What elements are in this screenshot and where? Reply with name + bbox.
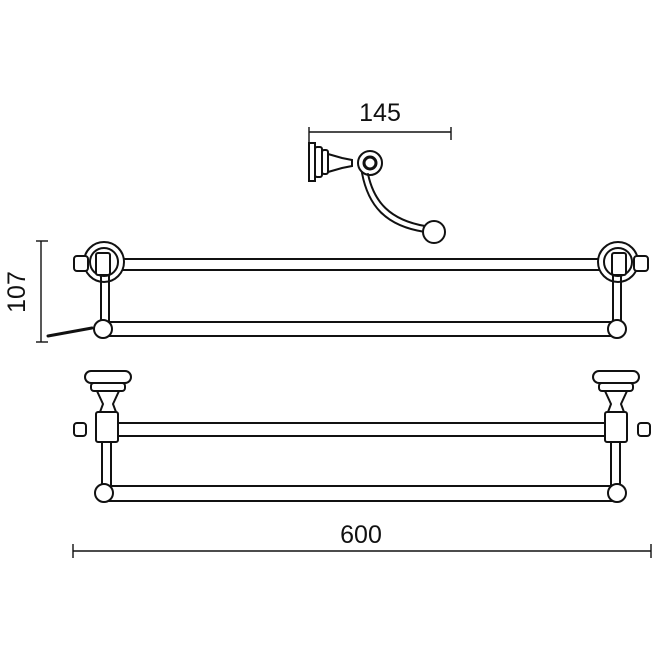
front-right-plate-base <box>598 382 634 392</box>
side-right-end-cap <box>633 255 649 272</box>
hook-end-knob <box>422 220 446 244</box>
front-left-bracket <box>73 370 132 503</box>
front-left-ball <box>94 483 114 503</box>
front-right-plate <box>592 370 640 384</box>
front-right-stem <box>603 390 629 413</box>
hook-joint-inner <box>362 155 378 171</box>
hook-arm-inner <box>367 173 426 227</box>
rack-side-view: 107 <box>3 240 649 343</box>
side-left-end-cap <box>73 255 89 272</box>
front-left-end-cap <box>73 422 87 437</box>
side-right-bracket <box>597 241 649 339</box>
front-right-end-cap <box>637 422 651 437</box>
side-left-bracket <box>73 241 125 339</box>
depth-label: 107 <box>3 271 31 313</box>
front-left-plate <box>84 370 132 384</box>
hook-width-label: 145 <box>359 99 401 127</box>
rack-front-view: 600 <box>72 370 652 558</box>
front-left-plate-base <box>90 382 126 392</box>
front-left-stem <box>95 390 121 413</box>
front-right-ball <box>607 483 627 503</box>
hook-joint-outer <box>357 150 383 176</box>
side-left-ball <box>93 319 113 339</box>
side-right-ball <box>607 319 627 339</box>
front-left-collar <box>95 411 119 443</box>
front-right-bracket <box>592 370 651 503</box>
length-label: 600 <box>340 521 382 549</box>
hook-neck <box>327 152 353 174</box>
robe-hook: 145 <box>308 99 452 244</box>
front-right-collar <box>604 411 628 443</box>
side-right-collar <box>611 252 627 276</box>
hook-arm-outer <box>361 172 426 233</box>
hook-rosette <box>314 146 323 178</box>
side-left-collar <box>95 252 111 276</box>
depth-leader <box>46 326 94 338</box>
